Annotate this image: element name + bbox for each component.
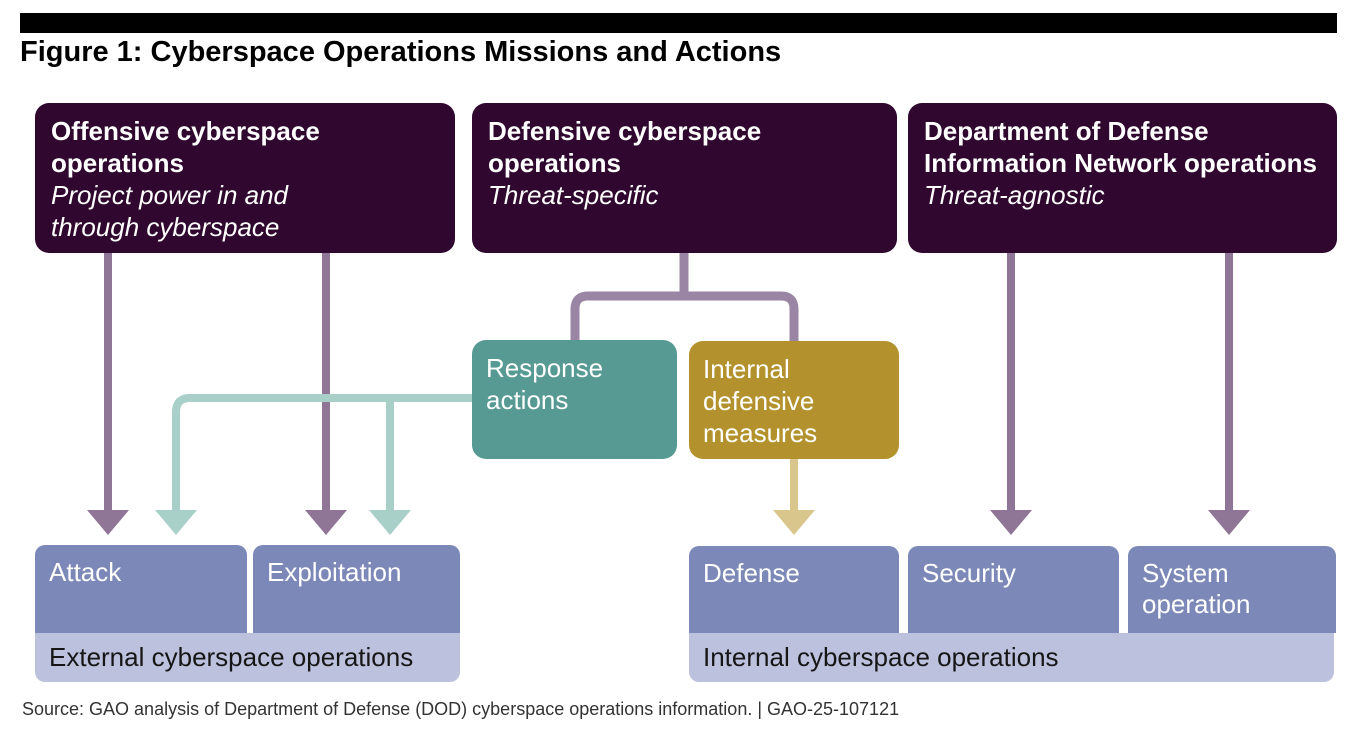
teal-connectors <box>172 394 472 511</box>
mission-box-offensive: Offensive cyberspace operations Project … <box>35 103 455 253</box>
arrowhead-attack <box>87 510 129 535</box>
mission-defensive-title: Defensive cyberspace operations <box>488 116 762 178</box>
branch-fork <box>570 291 799 342</box>
internal-defensive-measures-box: Internal defensive measures <box>689 341 899 459</box>
internal-operations-bar: Internal cyberspace operations <box>689 633 1334 682</box>
mission-dodin-title: Department of Defense Information Networ… <box>924 116 1317 178</box>
teal-arrowheads <box>155 510 411 535</box>
action-defense-label: Defense <box>703 558 800 588</box>
action-box-security: Security <box>908 546 1119 633</box>
source-line: Source: GAO analysis of Department of De… <box>22 699 900 719</box>
internal-defensive-measures-label: Internal defensive measures <box>703 354 818 448</box>
mission-defensive-subtitle: Threat-specific <box>488 180 659 210</box>
teal-arrowhead-attack <box>155 510 197 535</box>
mission-box-dodin: Department of Defense Information Networ… <box>908 103 1337 253</box>
mission-box-defensive: Defensive cyberspace operations Threat-s… <box>472 103 897 253</box>
arrowhead-exploitation <box>305 510 347 535</box>
mission-offensive-subtitle: Project power in and through cyberspace <box>51 180 289 242</box>
defensive-branch <box>570 253 799 342</box>
arrowhead-sysop <box>1208 510 1250 535</box>
gold-arrow <box>773 459 815 535</box>
mauve-arrows <box>104 253 1233 511</box>
action-exploitation-label: Exploitation <box>267 557 402 587</box>
internal-operations-label: Internal cyberspace operations <box>703 642 1059 672</box>
mission-offensive-title: Offensive cyberspace operations <box>51 116 320 178</box>
gold-arrowhead-defense <box>773 510 815 535</box>
teal-arrowhead-exploitation <box>369 510 411 535</box>
response-actions-box: Response actions <box>472 340 677 459</box>
figure-title: Figure 1: Cyberspace Operations Missions… <box>20 36 782 68</box>
action-attack-label: Attack <box>49 557 122 587</box>
teal-horizontal-and-attack-drop <box>172 394 472 511</box>
action-security-label: Security <box>922 558 1016 588</box>
external-operations-bar: External cyberspace operations <box>35 633 460 682</box>
action-box-exploitation: Exploitation <box>253 545 460 633</box>
top-black-bar <box>20 13 1337 33</box>
action-box-system-operation: System operation <box>1128 546 1336 633</box>
action-sysop-label: System operation <box>1142 558 1251 619</box>
arrowhead-security <box>990 510 1032 535</box>
response-actions-label: Response actions <box>486 353 604 415</box>
external-operations-label: External cyberspace operations <box>49 642 414 672</box>
action-box-defense: Defense <box>689 546 899 633</box>
action-box-attack: Attack <box>35 545 247 633</box>
mission-dodin-subtitle: Threat-agnostic <box>924 180 1105 210</box>
mauve-arrowheads <box>87 510 1250 535</box>
